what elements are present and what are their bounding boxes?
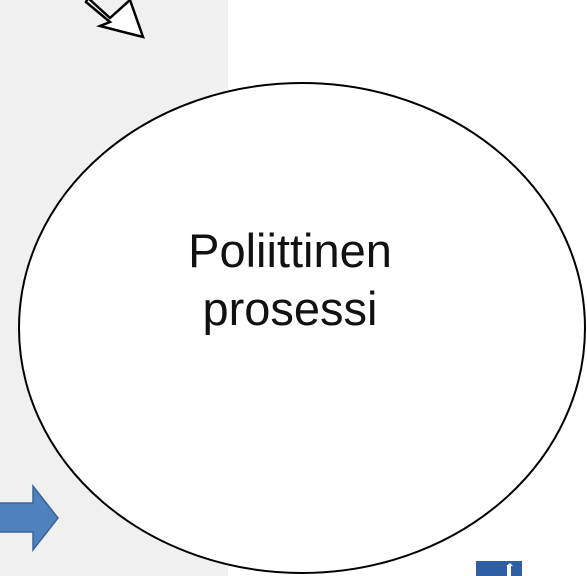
circle-label-line1: Poliittinen [188,224,392,277]
process-circle [18,82,586,574]
down-right-outline-arrow-icon [84,0,145,39]
circle-label-line2: prosessi [202,282,378,335]
blue-info-icon [476,561,522,576]
circle-label: Poliittinen prosessi [120,222,460,338]
right-blue-arrow-icon [0,483,59,553]
